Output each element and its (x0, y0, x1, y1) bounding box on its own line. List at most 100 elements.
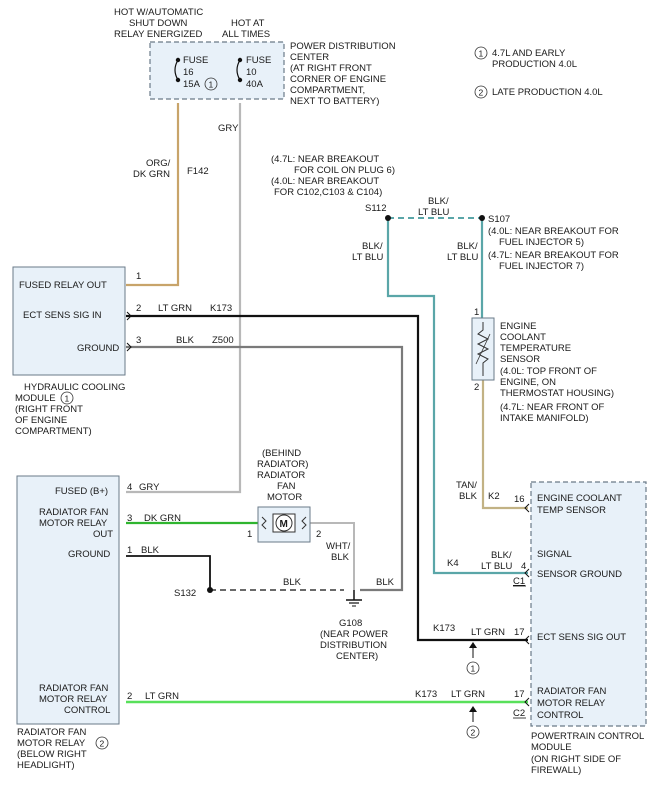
relay-out-3: OUT (93, 529, 113, 540)
note2: 2 (471, 728, 476, 738)
motor-pin-2: 2 (316, 529, 321, 540)
k173-top: K173 (210, 303, 232, 314)
pcm-ctl-2: MOTOR RELAY (537, 698, 606, 709)
pcm-ectout: ECT SENS SIG OUT (537, 632, 626, 643)
hcm-note-circle (60, 391, 74, 405)
legend-circle-1 (474, 46, 488, 60)
k2: K2 (488, 491, 500, 502)
sensor-l3: TEMPERATURE (500, 343, 571, 354)
relay-wire-labels: 4 GRY 3 DK GRN 1 BLK 2 LT GRN (127, 482, 181, 702)
pcm-ctl-3: CONTROL (537, 710, 583, 721)
pin-2b: 2 (127, 691, 132, 702)
s112-note-3: (4.0L: NEAR BREAKOUT (271, 176, 379, 187)
hcm-label-1: HYDRAULIC COOLING (24, 382, 125, 393)
relay-ctl-2: MOTOR RELAY (39, 694, 108, 705)
k173-mid: K173 (433, 623, 455, 634)
s112-note-2: FOR COIL ON PLUG 6) (294, 165, 395, 176)
relay-label-4: HEADLIGHT) (17, 760, 75, 771)
hcm-label-4: OF ENGINE (15, 415, 67, 426)
legend: 1 4.7L AND EARLY PRODUCTION 4.0L 2 LATE … (474, 46, 603, 99)
relay-box (16, 475, 120, 725)
pcm-pin-17a-mark (524, 635, 530, 645)
hcm-ground: GROUND (77, 343, 119, 354)
pdc-box (149, 41, 285, 100)
motor-l4: FAN (277, 481, 296, 492)
pdc-label-6: NEXT TO BATTERY) (290, 96, 379, 107)
splice-s107 (479, 215, 485, 221)
relay-label-2: MOTOR RELAY (17, 738, 86, 749)
pdc-label-1: POWER DISTRIBUTION (290, 41, 396, 52)
pcm-box (530, 481, 647, 727)
pcm-label-4: FIREWALL) (531, 765, 581, 776)
note1-arrowhead (469, 642, 477, 648)
wire-org-dkgrn-f142 (126, 103, 180, 287)
org-2: DK GRN (133, 169, 170, 180)
radiator-fan-motor-relay: FUSED (B+) RADIATOR FAN MOTOR RELAY OUT … (16, 475, 120, 771)
legend-n1: 1 (479, 49, 484, 59)
motor-left-coil (261, 516, 267, 530)
motor-symbol-circle (275, 514, 293, 532)
wht-1: WHT/ (326, 541, 351, 552)
relay-fused: FUSED (B+) (55, 486, 108, 497)
sensor-l6: ENGINE, ON (500, 377, 556, 388)
hcm-fused-out: FUSED RELAY OUT (19, 280, 107, 291)
dkgrn: DK GRN (144, 513, 181, 524)
tan-2: BLK (459, 491, 478, 502)
ltgrn-top: LT GRN (158, 303, 192, 314)
c2: C2 (513, 708, 525, 719)
pcm-sig-1: SIGNAL (537, 549, 572, 560)
pdc-label-5: COMPARTMENT, (290, 85, 365, 96)
s112-note-4: FOR C102,C103 & C104) (274, 187, 382, 198)
s107-note-1: (4.0L: NEAR BREAKOUT FOR (488, 226, 619, 237)
fuse16-label-3: 15A (183, 79, 201, 90)
s107-note-3: (4.7L: NEAR BREAKOUT FOR (488, 250, 619, 261)
hcm-label-2: MODULE (15, 393, 56, 404)
legend-n2: 2 (479, 88, 484, 98)
fuse16-symbol (174, 59, 179, 81)
pin-2: 2 (136, 303, 141, 314)
blk-blu-r-1: BLK/ (457, 241, 478, 252)
hot-all-1: HOT AT (231, 18, 265, 29)
gry-top: GRY (218, 123, 239, 134)
blk-blu-c1-2: LT BLU (481, 561, 512, 572)
blk-blu-c1-1: BLK/ (491, 550, 512, 561)
org-1: ORG/ (146, 158, 171, 169)
blk-blu-l-1: BLK/ (362, 241, 383, 252)
header-labels: HOT W/AUTOMATIC SHUT DOWN RELAY ENERGIZE… (114, 7, 396, 107)
pin-17a: 17 (514, 627, 525, 638)
pcm-ctl-1: RADIATOR FAN (537, 686, 606, 697)
relay-label-1: RADIATOR FAN (17, 727, 86, 738)
blk-mid: BLK (176, 335, 195, 346)
s112-note-1: (4.7L: NEAR BREAKOUT (271, 154, 379, 165)
g108-1: G108 (339, 618, 362, 629)
s107-note-2: FUEL INJECTOR 5) (499, 237, 584, 248)
wire-ltgrn-k173-ect (126, 314, 528, 642)
tan-1: TAN/ (456, 480, 477, 491)
pin-3b: 3 (127, 513, 132, 524)
z500: Z500 (212, 335, 234, 346)
wire-tan-blk-k2 (481, 380, 528, 510)
blk-g108: BLK (376, 577, 395, 588)
pcm-ect-2: TEMP SENSOR (537, 505, 606, 516)
hot-auto-3: RELAY ENERGIZED (114, 29, 202, 40)
gry-fuse: GRY (139, 482, 160, 493)
motor-l3: RADIATOR (257, 470, 305, 481)
note-1-circle (204, 77, 218, 91)
sensor-l8: (4.7L: NEAR FRONT OF (500, 402, 605, 413)
pin-1b: 1 (127, 545, 132, 556)
hot-all-2: ALL TIMES (222, 29, 270, 40)
pin-4: 4 (127, 482, 132, 493)
pin-1: 1 (136, 271, 141, 282)
k4: K4 (447, 558, 459, 569)
pcm-pin-4-mark (524, 568, 530, 578)
hcm-wire-labels: 1 2 LT GRN K173 3 BLK Z500 (136, 271, 234, 346)
relay-label-n: 2 (100, 739, 105, 749)
fuse16-note: 1 (209, 80, 214, 90)
sensor-l5: (4.0L: TOP FRONT OF (500, 366, 597, 377)
coolant-temp-sensor: 1 2 ENGINE COOLANT TEMPERATURE SENSOR (4… (471, 307, 614, 424)
wire-gry-fuse10 (126, 103, 242, 494)
sensor-l2: COOLANT (500, 332, 546, 343)
relay-ctl-3: CONTROL (64, 705, 110, 716)
note2-arrowhead (469, 706, 477, 712)
note1: 1 (471, 664, 476, 674)
